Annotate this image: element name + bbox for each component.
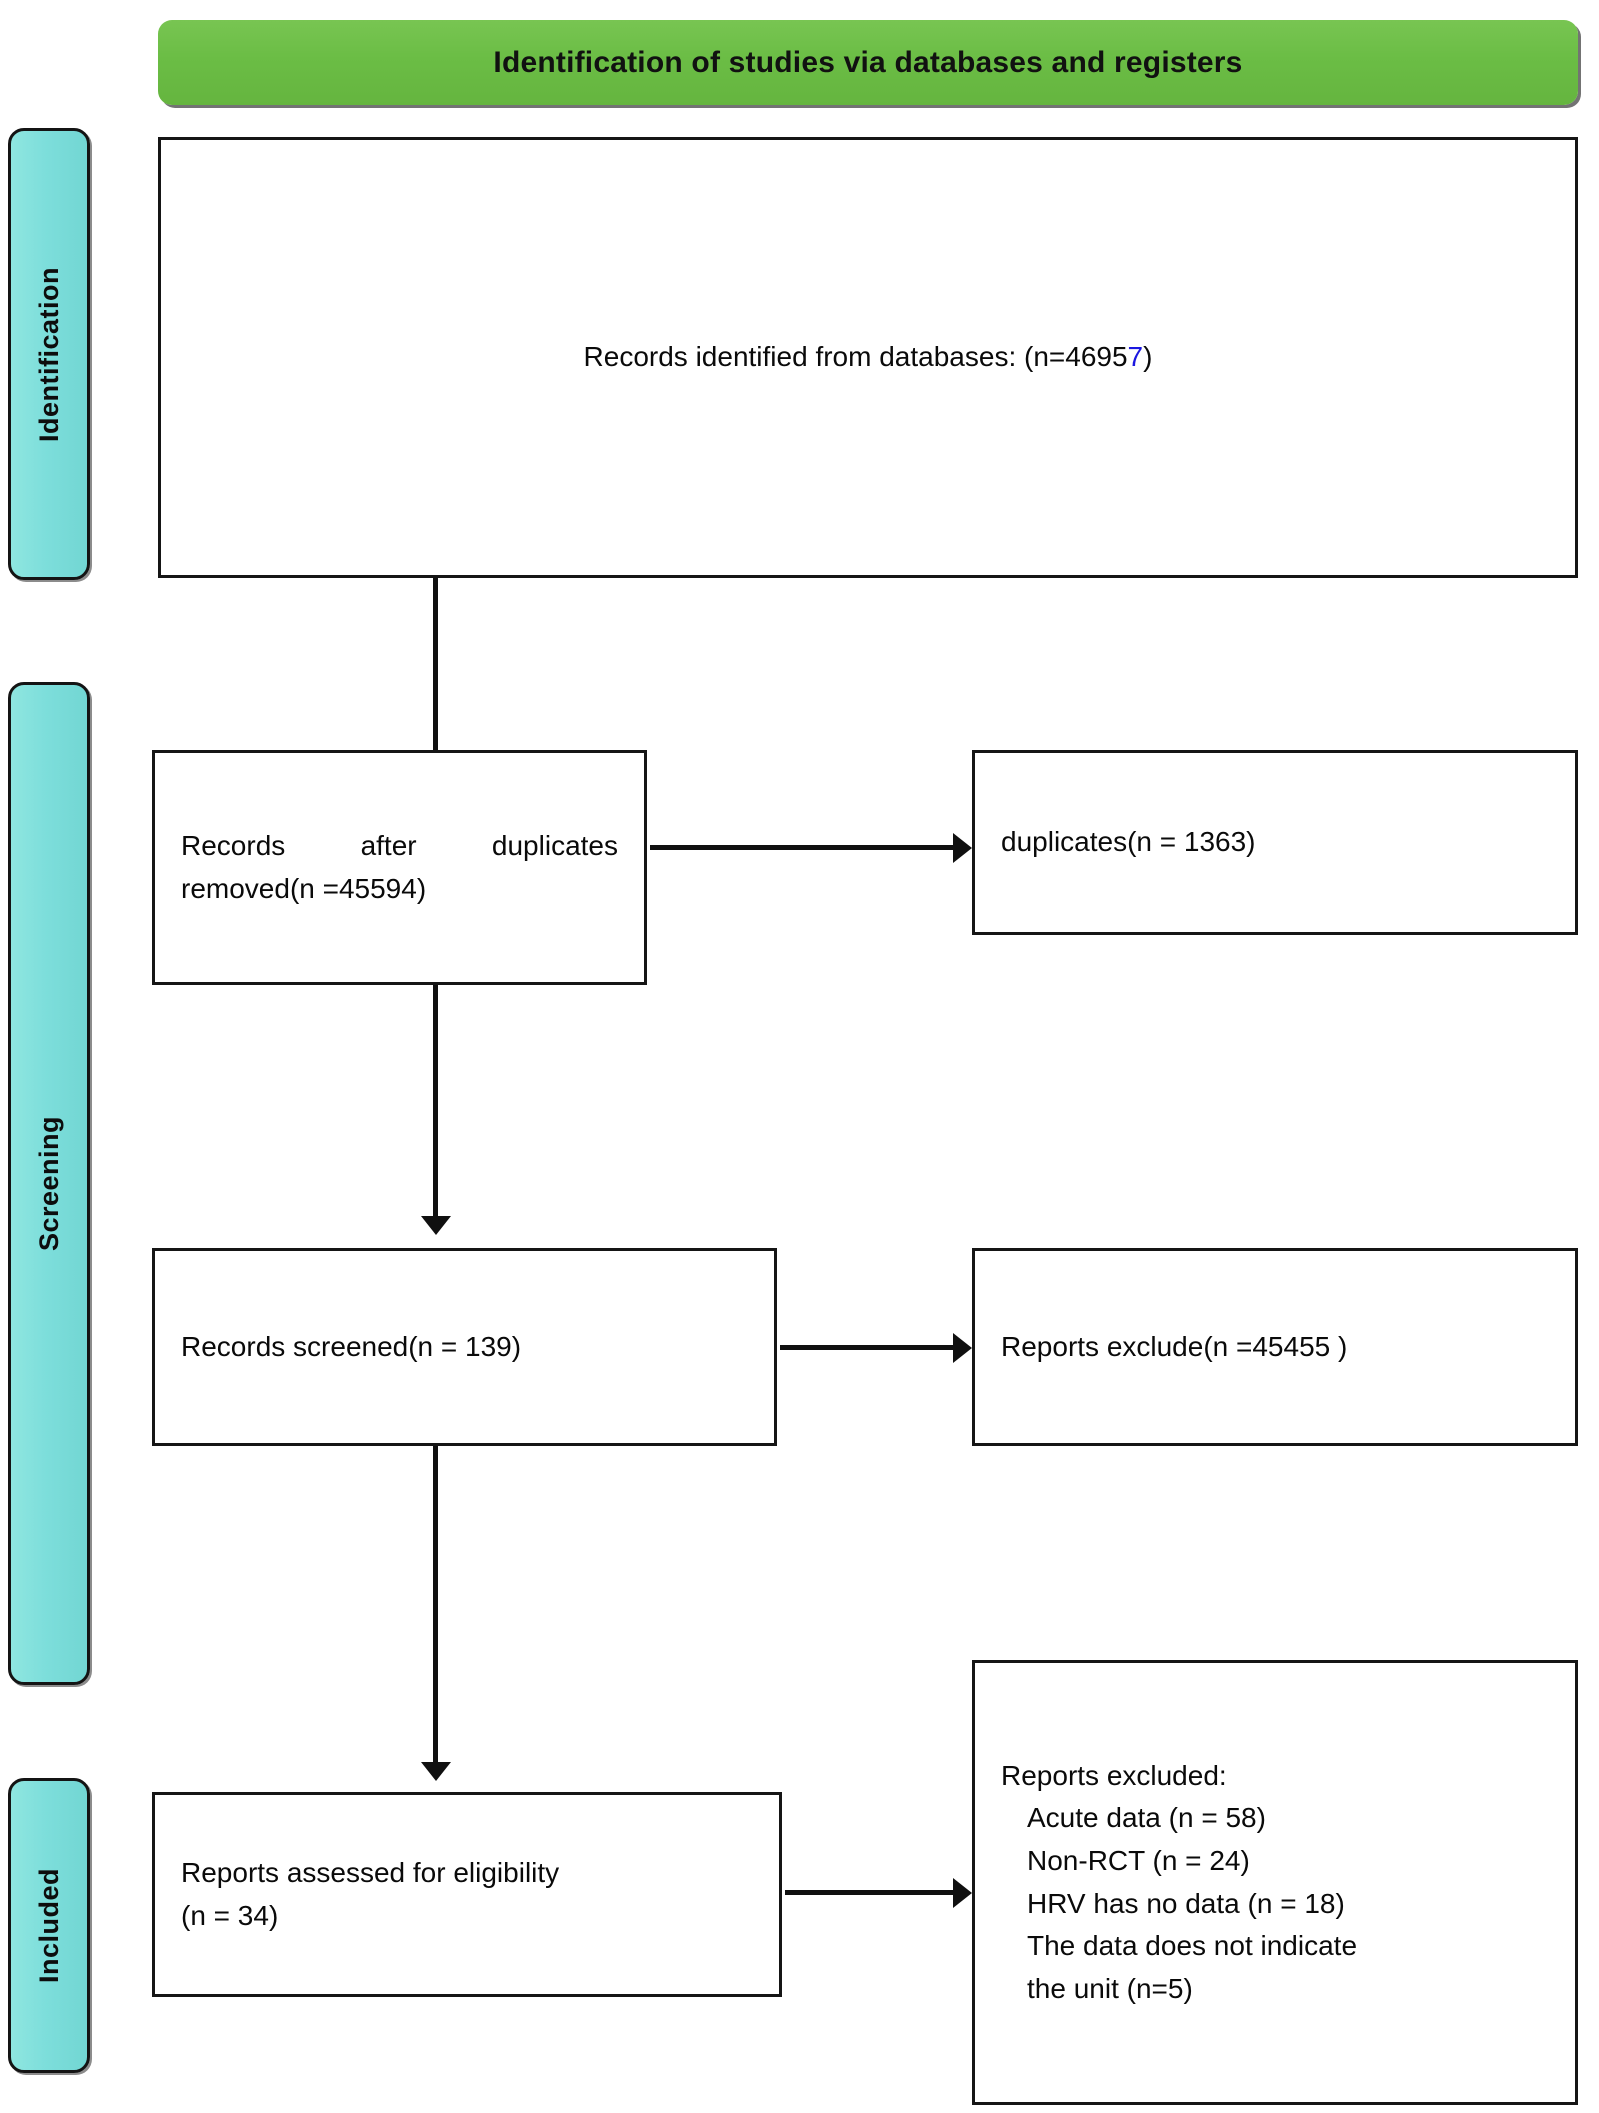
reports-excluded-final-item-1: Non-RCT (n = 24) [1027,1844,1250,1876]
arrow-eligibility-to-reports-excluded [785,1890,955,1895]
reports-excluded-screening-line1: Reports exclude(n =45455 ) [1001,1330,1348,1362]
arrow-after-duplicates-to-screened [433,985,438,1218]
reports-excluded-final-item-2: HRV has no data (n = 18) [1027,1887,1345,1919]
box-records-after-duplicates: Records after duplicates removed(n =4559… [152,750,647,985]
stage-bar-included: Included [8,1778,90,2073]
reports-excluded-final-item-3-line1: The data does not indicate [1027,1930,1358,1962]
reports-excluded-final-heading: Reports excluded: [1001,1759,1227,1791]
records-identified-prefix: Records identified from databases: (n=46… [583,341,1128,373]
header-banner: Identification of studies via databases … [158,20,1578,105]
records-screened-line1: Records screened(n = 139) [181,1330,522,1362]
arrow-screened-to-reports-excluded [780,1345,955,1350]
stage-label-screening: Screening [33,1115,64,1252]
box-records-screened: Records screened(n = 139) [152,1248,777,1446]
arrow-screened-to-eligibility [433,1446,438,1764]
arrow-identified-to-after-duplicates [433,578,438,753]
records-after-duplicates-line2: removed(n =45594) [181,872,427,904]
records-identified-highlight-digit: 7 [1127,341,1144,373]
reports-excluded-final-item-0: Acute data (n = 58) [1027,1802,1266,1834]
records-identified-text: Records identified from databases: (n=46… [161,336,1575,379]
records-identified-suffix: ) [1143,341,1153,373]
stage-label-included: Included [33,1867,64,1983]
reports-excluded-final-item-3-line2: the unit (n=5) [1027,1972,1193,2004]
box-records-identified: Records identified from databases: (n=46… [158,137,1578,578]
eligibility-line2: (n = 34) [181,1899,279,1931]
box-reports-excluded-final: Reports excluded: Acute data (n = 58) No… [972,1660,1578,2105]
header-title: Identification of studies via databases … [493,45,1243,79]
duplicates-removed-line1: duplicates(n = 1363) [1001,826,1256,858]
eligibility-line1: Reports assessed for eligibility [181,1856,560,1888]
stage-label-identification: Identification [33,266,64,442]
arrow-after-duplicates-to-duplicates [650,845,955,850]
box-reports-excluded-screening: Reports exclude(n =45455 ) [972,1248,1578,1446]
records-after-duplicates-line1: Records after duplicates [181,829,618,861]
stage-bar-identification: Identification [8,128,90,580]
stage-bar-screening: Screening [8,682,90,1685]
box-reports-assessed-eligibility: Reports assessed for eligibility (n = 34… [152,1792,782,1997]
box-duplicates-removed: duplicates(n = 1363) [972,750,1578,935]
